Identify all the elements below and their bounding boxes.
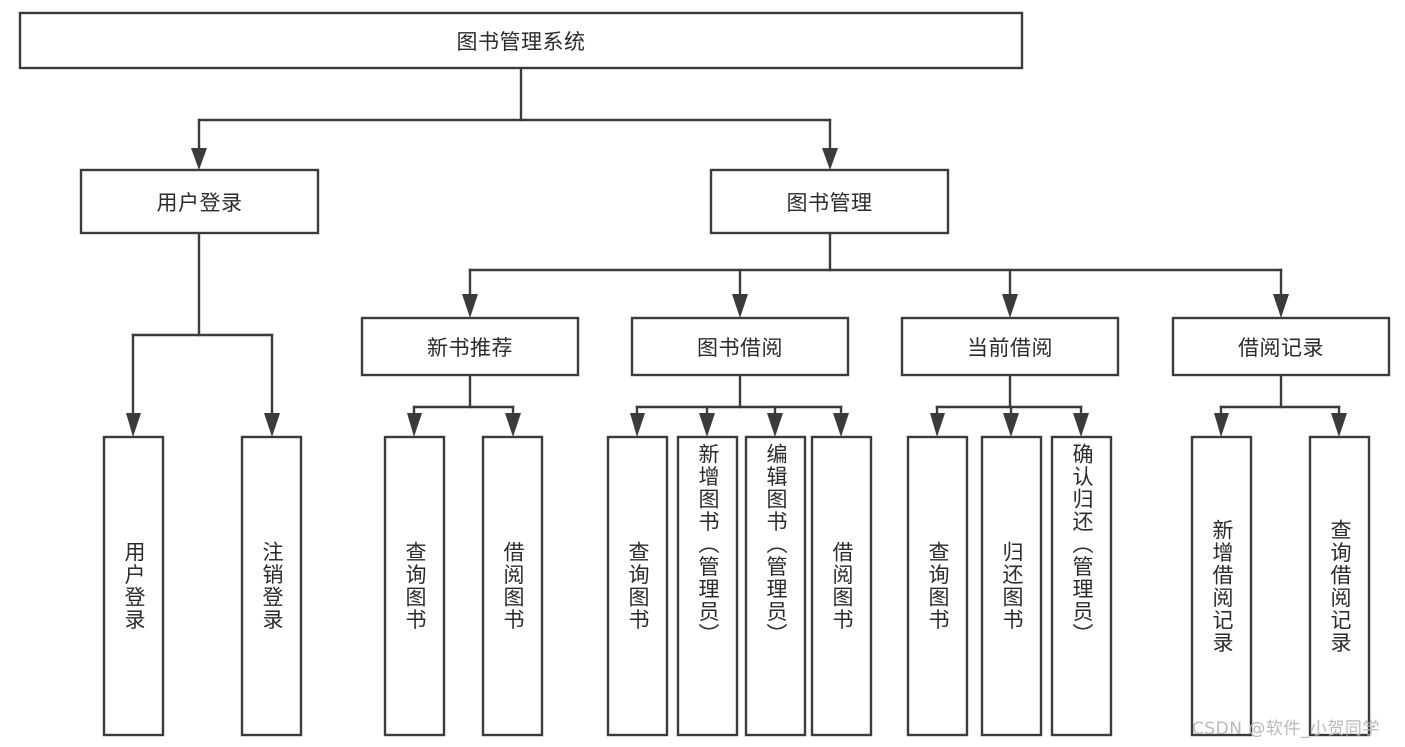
arrow-head-new-book-recommend <box>462 294 478 318</box>
leaf-box[interactable] <box>1308 435 1371 737</box>
leaf-box[interactable] <box>810 435 873 737</box>
node-book-borrow[interactable] <box>630 316 850 377</box>
arrow-head-current-borrow <box>1002 294 1018 318</box>
leaf-box[interactable] <box>676 435 739 737</box>
leaf-box[interactable] <box>481 435 544 737</box>
arrow-head-current-borrow-leaf-2 <box>1003 413 1019 437</box>
leaf-box[interactable] <box>1050 435 1113 737</box>
leaf-box[interactable] <box>383 435 446 737</box>
node-new-book-recommend[interactable] <box>360 316 580 377</box>
node-root-system[interactable] <box>18 11 1024 70</box>
leaf-box[interactable] <box>240 435 303 737</box>
arrow-head-new-book-leaf-2 <box>505 413 521 437</box>
connector-layer <box>126 66 1347 437</box>
node-box-layer <box>18 11 1391 737</box>
node-current-borrow[interactable] <box>900 316 1120 377</box>
leaf-box[interactable] <box>980 435 1043 737</box>
arrow-head-leaf-user-login <box>126 413 141 437</box>
leaf-box[interactable] <box>606 435 669 737</box>
leaf-box[interactable] <box>906 435 969 737</box>
leaf-box[interactable] <box>1190 435 1253 737</box>
arrow-head-book-borrow-leaf-1 <box>630 413 645 437</box>
arrow-head-borrow-record <box>1273 294 1289 318</box>
arrow-head-user-login <box>191 148 207 170</box>
node-book-manage[interactable] <box>709 168 950 235</box>
node-borrow-record[interactable] <box>1171 316 1391 377</box>
arrow-head-borrow-record-leaf-1 <box>1214 413 1229 437</box>
arrow-head-book-borrow <box>732 294 748 318</box>
arrow-head-book-manage <box>822 148 838 170</box>
arrow-head-book-borrow-leaf-3 <box>767 413 783 437</box>
arrow-head-new-book-leaf-1 <box>407 413 422 437</box>
arrow-head-leaf-logout <box>264 413 280 437</box>
arrow-head-current-borrow-leaf-1 <box>930 413 945 437</box>
node-user-login[interactable] <box>79 168 320 235</box>
leaf-box[interactable] <box>744 435 807 737</box>
leaf-box[interactable] <box>102 435 165 737</box>
csdn-watermark: CSDN @软件_小贺同学 <box>1192 719 1380 739</box>
arrow-head-book-borrow-leaf-2 <box>699 413 715 437</box>
arrow-head-borrow-record-leaf-2 <box>1331 413 1347 437</box>
arrow-head-book-borrow-leaf-4 <box>833 413 849 437</box>
arrow-head-current-borrow-leaf-3 <box>1073 413 1089 437</box>
